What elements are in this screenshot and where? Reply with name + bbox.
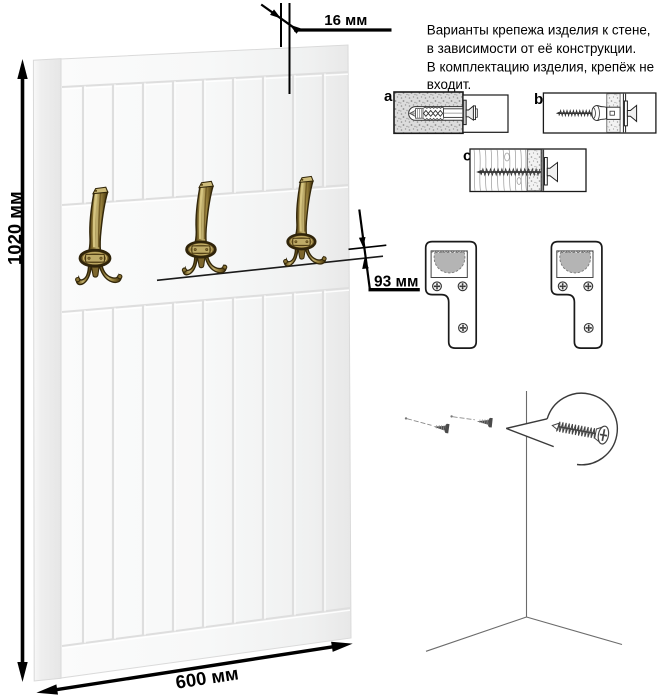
svg-text:16 мм: 16 мм [324, 12, 367, 29]
svg-text:600 мм: 600 мм [174, 662, 240, 692]
svg-text:Варианты крепежа изделия к сте: Варианты крепежа изделия к стене, [427, 23, 651, 38]
svg-text:В комплектацию изделия, крепёж: В комплектацию изделия, крепёж не [427, 60, 654, 75]
svg-text:b: b [534, 91, 543, 108]
svg-text:входит.: входит. [427, 77, 471, 92]
svg-text:в зависимости от её конструкци: в зависимости от её конструкции. [427, 41, 636, 56]
svg-text:93 мм: 93 мм [374, 274, 418, 291]
svg-text:1020 мм: 1020 мм [4, 191, 25, 265]
svg-text:a: a [384, 88, 393, 105]
svg-text:c: c [463, 148, 471, 165]
